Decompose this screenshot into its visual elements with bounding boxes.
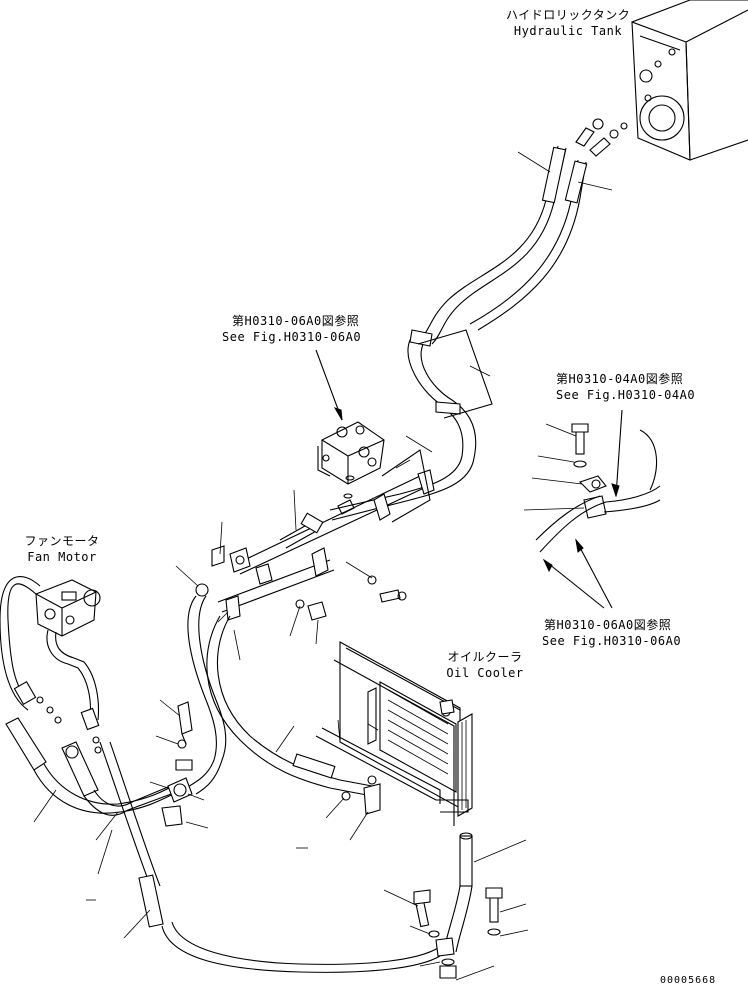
hydraulic-tank-label-jp: ハイドロリックタンク (506, 8, 631, 22)
hydraulic-tank-label-en: Hydraulic Tank (513, 24, 623, 38)
ref-0610-label-en: See Fig.H0310-06A0 (222, 330, 362, 344)
callout-leaders (33, 151, 613, 981)
valve-block (317, 421, 385, 515)
fan-motor-label-en: Fan Motor (27, 550, 97, 564)
fan-motor-label-jp: ファンモータ (24, 534, 100, 548)
leader-ref-0610 (315, 349, 343, 421)
cooler-outlet-hose (413, 832, 503, 979)
ref-0410-label-jp: 第H0310-04A0図参照 (556, 372, 684, 386)
ref-0610b-label-en: See Fig.H0310-06A0 (542, 634, 682, 648)
left-hoses (5, 701, 441, 973)
ref-0610b-label-jp: 第H0310-06A0図参照 (544, 618, 672, 632)
ref-0610-label-jp: 第H0310-06A0図参照 (232, 314, 360, 328)
oil-cooler (315, 641, 473, 826)
oil-cooler-label-en: Oil Cooler (446, 666, 524, 680)
tank-return-hoses (329, 118, 628, 521)
main-pipes (185, 449, 435, 797)
oil-cooler-label-jp: オイルクーラ (447, 650, 523, 664)
ref-0410-label-en: See Fig.H0310-04A0 (556, 388, 696, 402)
fan-motor (0, 576, 102, 754)
hydraulic-tank (631, 0, 748, 161)
right-small-parts (535, 409, 661, 609)
drawing-number: 00005668 (660, 975, 717, 986)
